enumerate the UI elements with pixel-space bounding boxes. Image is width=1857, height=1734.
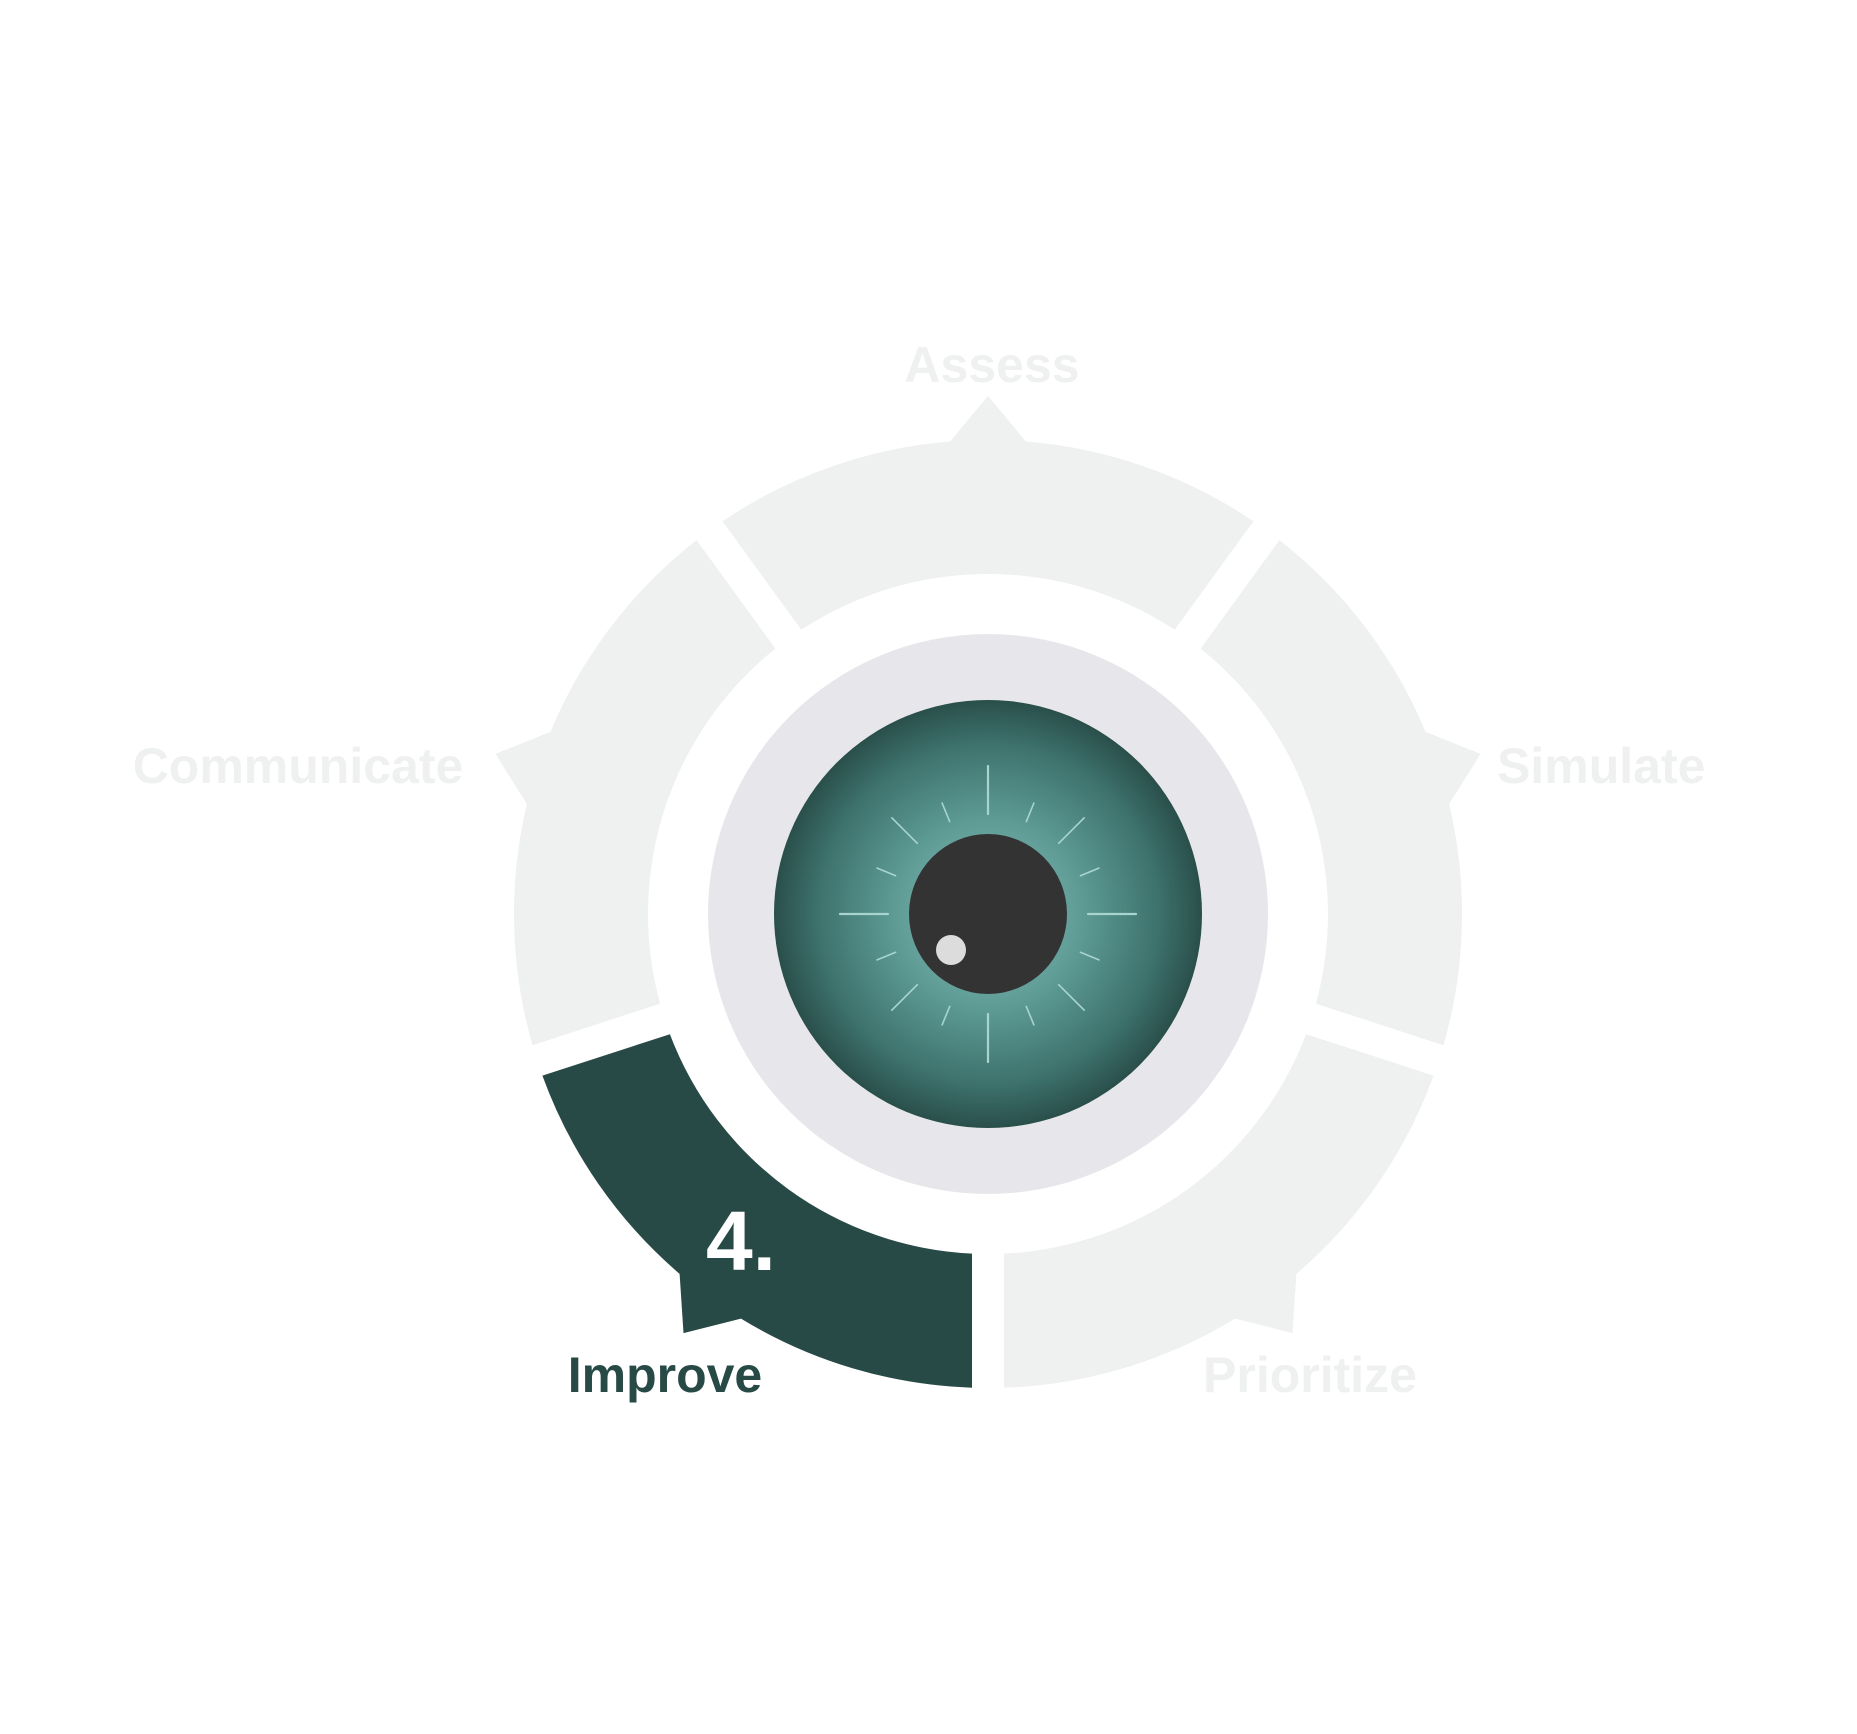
step-5-label: Communicate [133, 738, 464, 794]
iris-ray [941, 802, 951, 823]
iris-ray [1025, 802, 1035, 823]
step-1-segment[interactable] [722, 396, 1254, 630]
iris-ray [1079, 867, 1100, 877]
eye-icon [708, 634, 1268, 1194]
step-labels: 1. Assess 2. Simulate 3. Prioritize 4. I… [133, 337, 1706, 1403]
step-2-label: Simulate [1497, 738, 1705, 794]
iris-ray [890, 816, 919, 845]
iris-ray [1025, 1005, 1035, 1026]
pupil [909, 834, 1067, 994]
step-1-number: 1. [963, 464, 1033, 558]
step-3-segment[interactable] [1004, 1034, 1434, 1388]
iris-lines [838, 764, 1138, 1064]
iris-ray [876, 951, 897, 961]
step-3-number: 3. [1188, 1201, 1258, 1295]
step-4-number: 4. [706, 1194, 776, 1288]
iris-ray [1057, 816, 1085, 845]
step-4-label: Improve [568, 1347, 763, 1403]
cycle-segments [495, 396, 1481, 1388]
iris-ray [1079, 951, 1100, 961]
step-3-label: Prioritize [1203, 1347, 1417, 1403]
iris-ray [1057, 983, 1085, 1012]
step-4-segment[interactable] [542, 1034, 972, 1388]
step-2-segment[interactable] [1200, 540, 1481, 1046]
step-5-number: 5. [568, 758, 638, 852]
iris-ray [941, 1005, 951, 1026]
step-5-segment[interactable] [495, 540, 776, 1046]
iris-ray [876, 867, 897, 877]
pupil-highlight [936, 935, 966, 965]
step-2-number: 2. [1346, 750, 1416, 844]
step-1-label: Assess [904, 337, 1079, 393]
iris-ray [890, 983, 919, 1012]
